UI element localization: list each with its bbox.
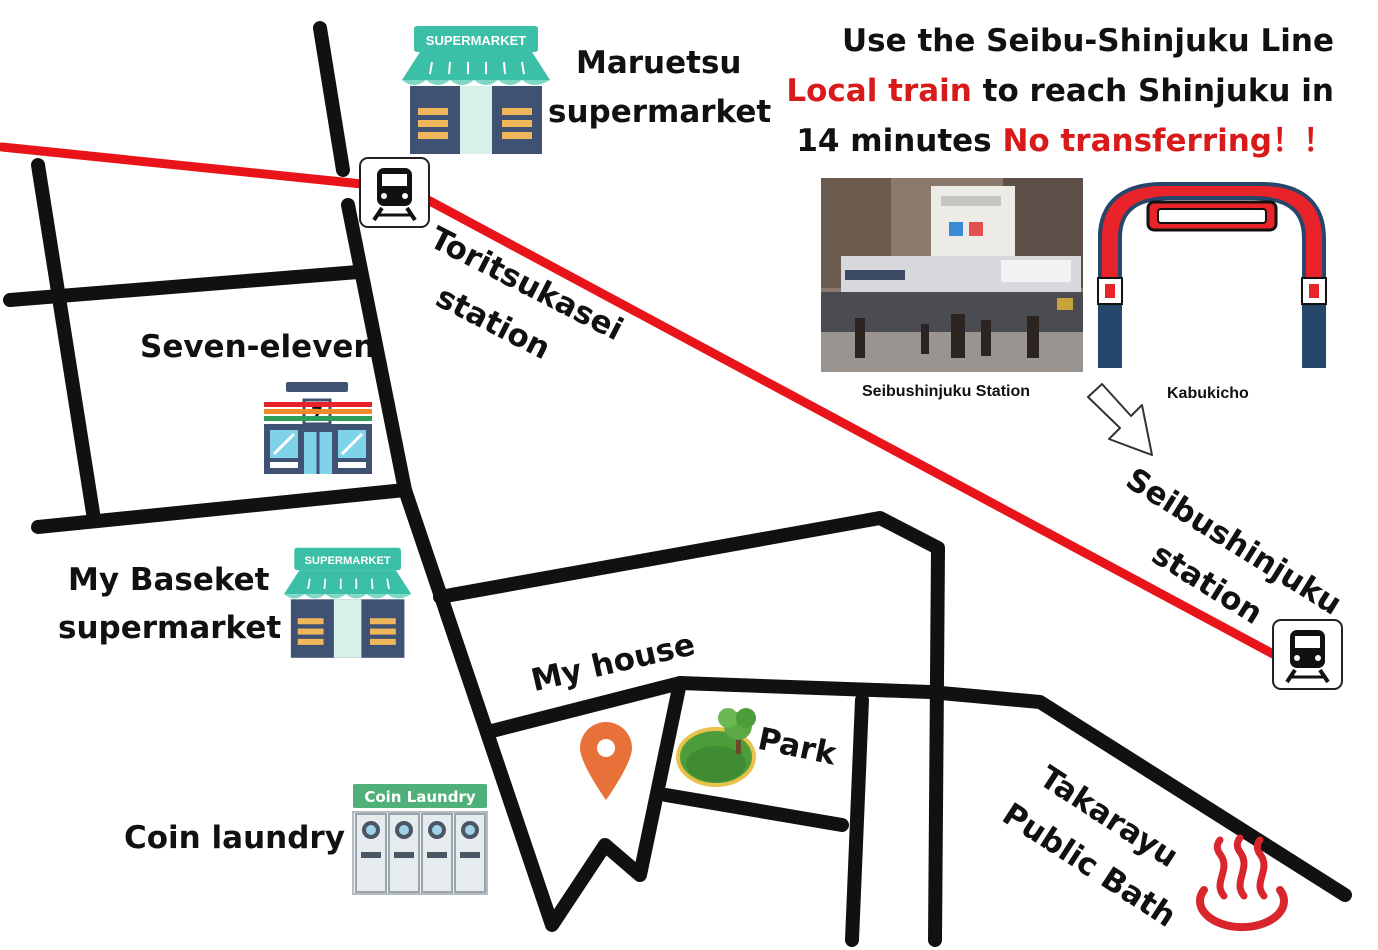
coin-laundry-icon: Coin Laundry — [352, 784, 488, 895]
kabukicho-caption: Kabukicho — [1167, 385, 1249, 402]
local-train-highlight: Local train — [786, 73, 972, 109]
seven-eleven-label: Seven-eleven — [140, 329, 376, 365]
supermarket-icon: SUPERMARKET — [284, 547, 412, 658]
road-house-loop — [433, 511, 945, 947]
route-info: Use the Seibu-Shinjuku Line Local train … — [786, 16, 1334, 166]
road-main — [341, 198, 1352, 932]
road-west-vertical — [31, 158, 100, 520]
road-main-north — [313, 21, 350, 177]
road-upper-cross — [3, 265, 365, 307]
hot-spring-icon — [1196, 834, 1288, 932]
svg-text:SUPERMARKET: SUPERMARKET — [426, 33, 526, 48]
convenience-store-icon: 7 — [264, 382, 372, 474]
route-info-line2: Local train to reach Shinjuku in — [786, 73, 1334, 109]
seibu-shinjuku-line — [0, 142, 1280, 660]
svg-text:SUPERMARKET: SUPERMARKET — [304, 555, 390, 567]
road-house-lane — [481, 676, 687, 739]
no-transfer-highlight: No transferring！！ — [1002, 123, 1334, 159]
arrow-down-right-icon — [1087, 383, 1153, 456]
route-info-line3: 14 minutes No transferring！！ — [796, 123, 1334, 159]
train-icon — [359, 157, 430, 228]
maruetsu-sublabel: supermarket — [548, 94, 772, 130]
kabukicho-gate-icon — [1097, 182, 1327, 368]
maruetsu-label: Maruetsu — [576, 45, 742, 81]
park-tree-icon — [676, 708, 756, 787]
road-park-east — [845, 693, 869, 947]
road-lower-cross — [31, 483, 412, 534]
train-icon — [1272, 619, 1343, 690]
supermarket-icon: SUPERMARKET — [402, 26, 550, 154]
roads — [3, 21, 1352, 947]
svg-text:Coin Laundry: Coin Laundry — [364, 788, 476, 806]
coin-laundry-label: Coin laundry — [124, 820, 345, 856]
road-park-south — [659, 788, 849, 832]
my-basket-sublabel: supermarket — [58, 610, 282, 646]
station-photo-caption: Seibushinjuku Station — [862, 383, 1031, 400]
seibushinjuku-station-photo — [821, 178, 1083, 372]
my-basket-label: My Baseket — [68, 562, 270, 598]
location-pin-icon — [580, 722, 632, 800]
route-info-line1: Use the Seibu-Shinjuku Line — [842, 23, 1334, 59]
